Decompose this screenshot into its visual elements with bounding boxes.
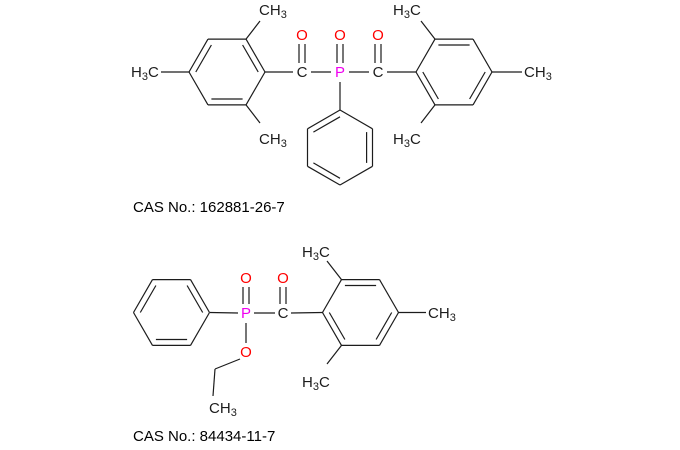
cas-number-bottom: CAS No.: 84434-11-7 — [133, 428, 276, 445]
bond-line — [214, 358, 241, 370]
bond-line — [245, 20, 261, 40]
bond-line — [415, 38, 436, 73]
bond-line — [212, 368, 216, 397]
methyl-label-left: H3C — [131, 64, 159, 83]
bond-line — [245, 38, 266, 73]
bond-line — [339, 165, 373, 186]
methyl-label-top: H3C — [302, 244, 330, 263]
bond-line — [139, 285, 157, 313]
bond-line — [328, 312, 346, 340]
bond-line — [415, 71, 436, 106]
carbonyl-carbon-left: C — [297, 64, 308, 81]
bond-line — [188, 38, 209, 73]
phosphorus-atom: P — [241, 305, 251, 322]
bond-line — [378, 312, 400, 346]
bond-line — [245, 104, 261, 124]
bond-line — [326, 260, 342, 280]
methyl-label-bottom-left: CH3 — [259, 131, 287, 150]
bond-line — [307, 109, 341, 130]
bond-line — [321, 312, 343, 346]
carbonyl-carbon: C — [278, 305, 289, 322]
ester-oxygen: O — [240, 344, 252, 361]
carbonyl-oxygen-right: O — [372, 27, 384, 44]
bond-line — [472, 38, 493, 73]
carbonyl-oxygen: O — [277, 270, 289, 287]
methyl-label-bottom-right: H3C — [393, 131, 421, 150]
bond-line — [375, 312, 393, 340]
bond-line — [313, 116, 341, 133]
bond-line — [420, 20, 436, 40]
bond-line — [472, 71, 493, 106]
bond-line — [326, 345, 342, 365]
phosphinate-oxygen: O — [240, 270, 252, 287]
bond-line — [132, 312, 154, 346]
methyl-label-top-left: CH3 — [259, 2, 287, 21]
bond-line — [422, 71, 439, 100]
bond-line — [378, 279, 400, 313]
bond-line — [186, 285, 204, 313]
bond-line — [209, 311, 239, 314]
bond-line — [313, 162, 341, 179]
ethyl-methyl-label: CH3 — [209, 400, 237, 419]
bond-line — [188, 71, 209, 106]
methyl-label-right: CH3 — [428, 305, 456, 324]
bond-line — [420, 104, 436, 124]
carbonyl-carbon-right: C — [373, 64, 384, 81]
bond-line — [132, 279, 154, 313]
methyl-label-bottom: H3C — [302, 374, 330, 393]
carbonyl-oxygen-left: O — [296, 27, 308, 44]
bond-line — [245, 71, 266, 106]
bond-line — [339, 109, 373, 130]
phosphine-oxide-oxygen: O — [334, 27, 346, 44]
cas-number-top: CAS No.: 162881-26-7 — [133, 199, 285, 216]
phosphorus-atom: P — [335, 64, 345, 81]
bond-line — [242, 44, 259, 73]
bond-line — [290, 311, 323, 314]
methyl-label-top-right: H3C — [393, 2, 421, 21]
bond-line — [195, 44, 212, 73]
bond-line — [189, 312, 211, 346]
bond-line — [321, 279, 343, 313]
bond-line — [469, 71, 486, 100]
bond-line — [307, 165, 341, 186]
methyl-label-right: CH3 — [524, 64, 552, 83]
bond-line — [189, 279, 211, 313]
